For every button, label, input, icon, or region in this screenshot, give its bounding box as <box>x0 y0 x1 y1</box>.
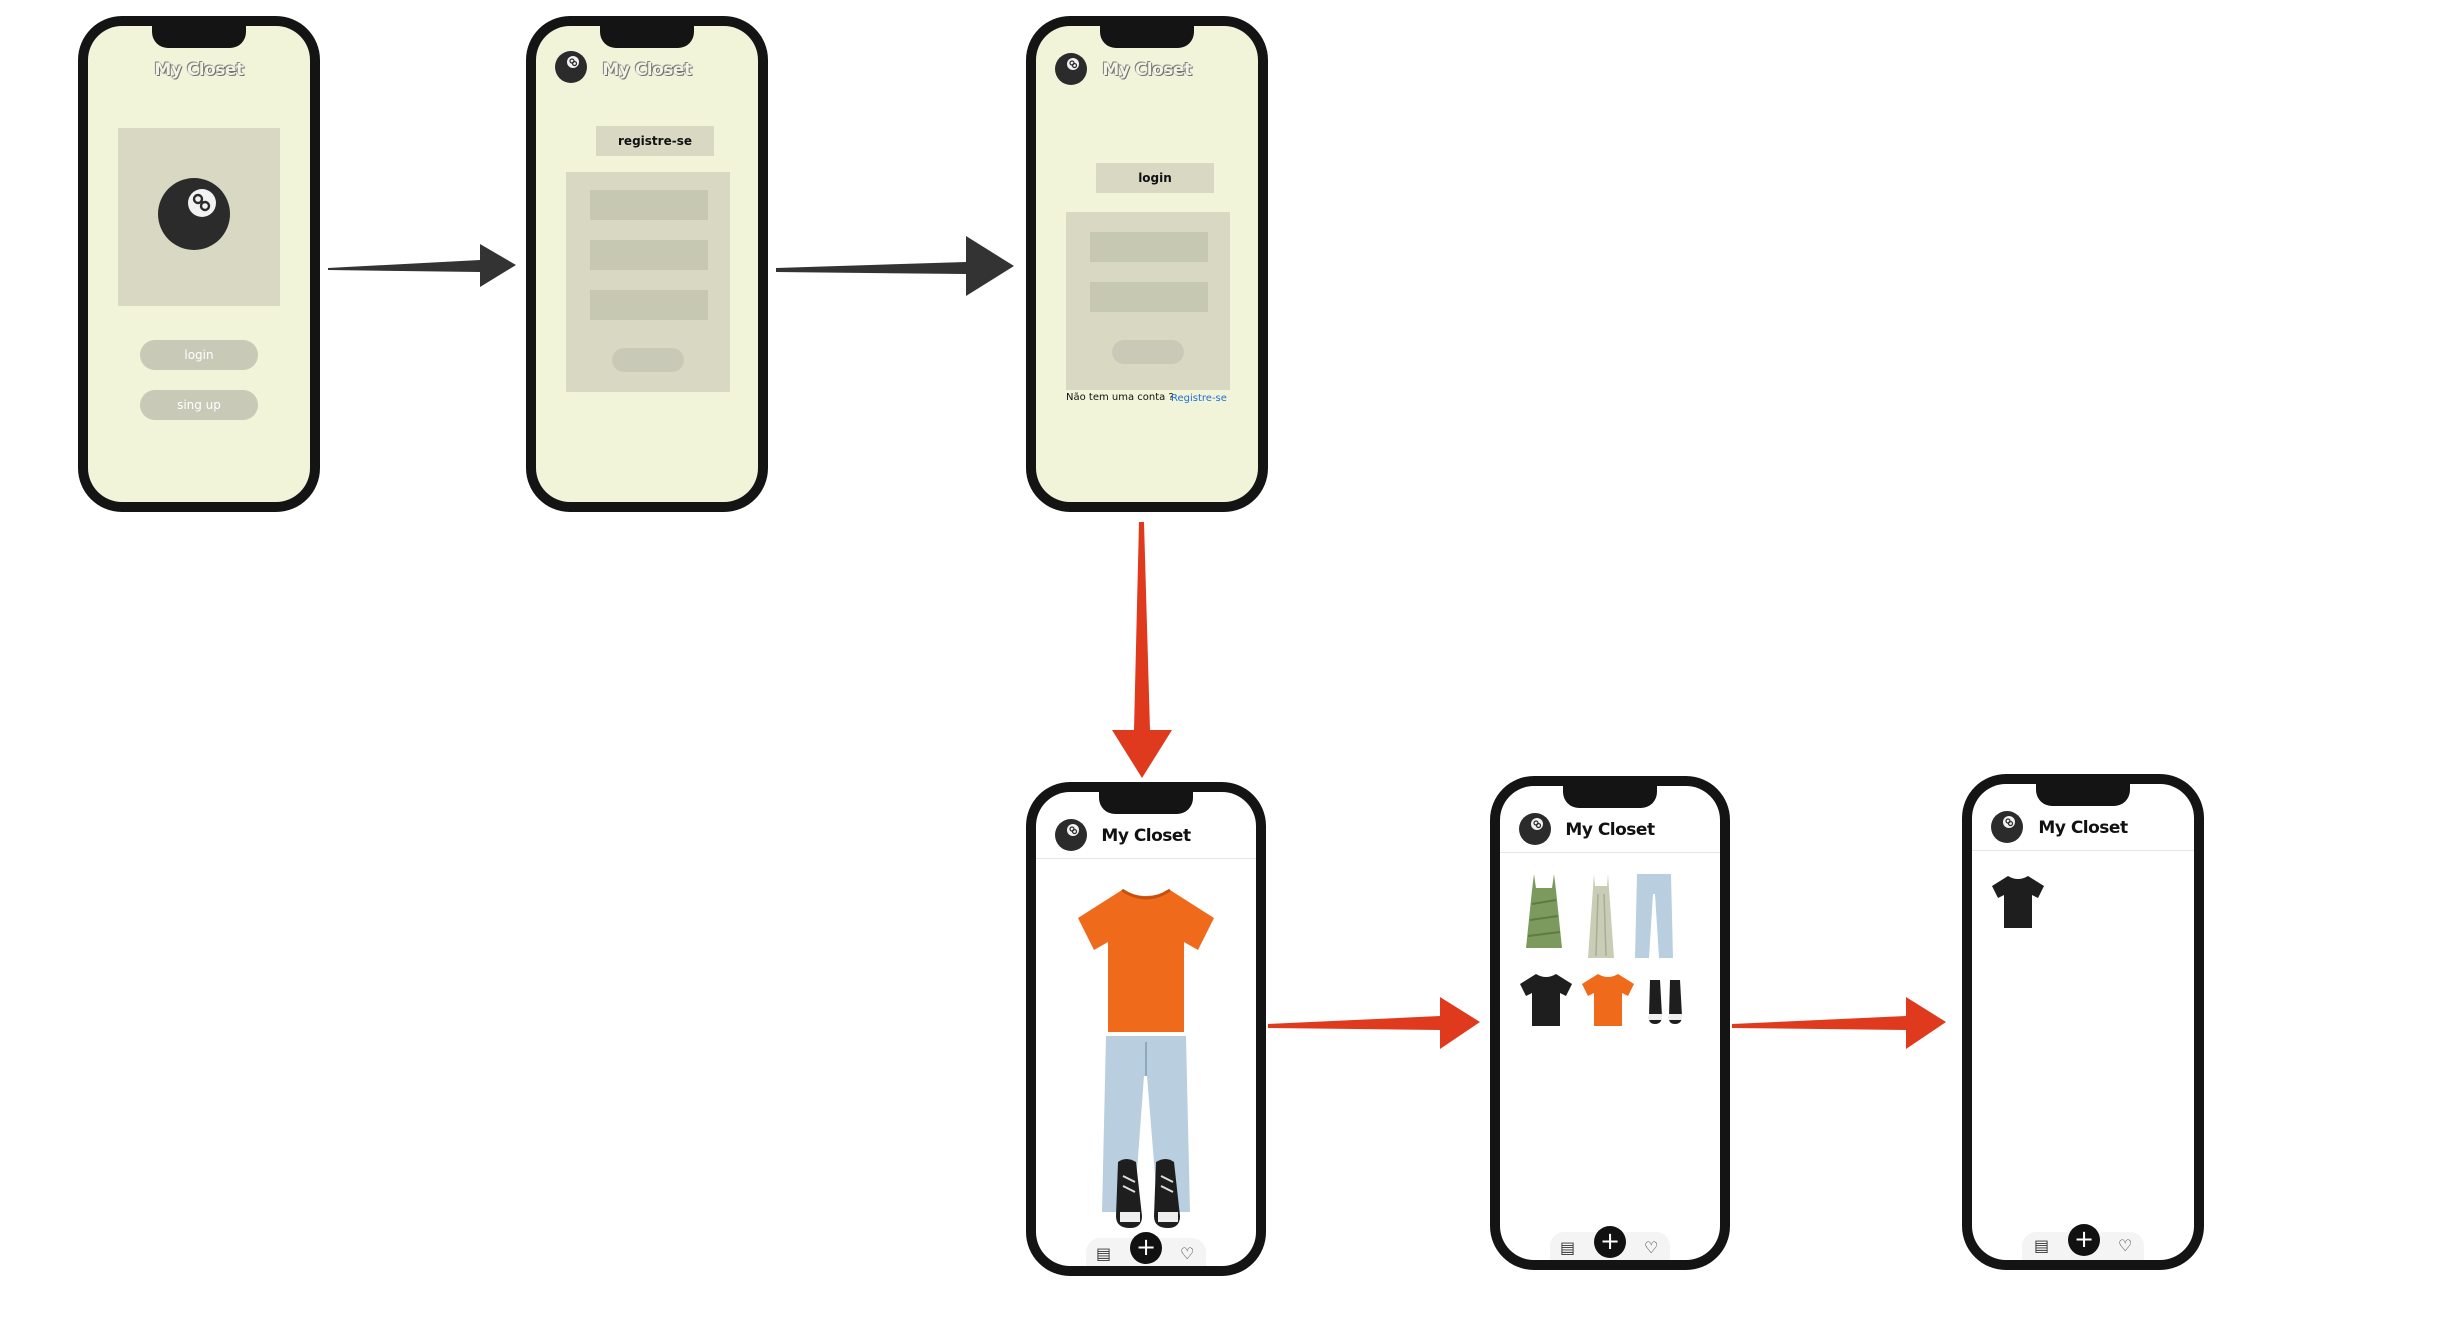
register-field-2[interactable] <box>590 240 708 270</box>
header-divider <box>1500 852 1720 853</box>
register-submit-button[interactable] <box>612 348 684 372</box>
phone-notch <box>600 26 694 48</box>
header-divider <box>1972 850 2194 851</box>
register-field-1[interactable] <box>590 190 708 220</box>
orange-tshirt[interactable] <box>1074 888 1218 1034</box>
app-title: My Closet <box>154 60 244 80</box>
arrow-splash-to-register <box>328 244 516 287</box>
black-sneakers[interactable] <box>1648 976 1684 1026</box>
login-field-1[interactable] <box>1090 232 1208 262</box>
catalog-screen: My Closet ▤ + <box>1500 786 1720 1260</box>
plus-icon[interactable]: + <box>2068 1224 2100 1256</box>
register-link[interactable]: Registre-se <box>1171 393 1227 404</box>
login-submit-button[interactable] <box>1112 340 1184 364</box>
black-tshirt[interactable] <box>1990 874 2046 930</box>
phone-register: My Closet registre-se <box>526 16 768 512</box>
black-tshirt[interactable] <box>1518 972 1574 1028</box>
signup-button[interactable]: sing up <box>140 390 258 420</box>
register-field-3[interactable] <box>590 290 708 320</box>
green-dress[interactable] <box>1524 874 1564 950</box>
app-title: My Closet <box>1101 826 1191 846</box>
plus-icon[interactable]: + <box>1594 1226 1626 1258</box>
register-screen: My Closet registre-se <box>536 26 758 502</box>
phone-notch <box>1099 792 1193 814</box>
eight-ball-icon[interactable] <box>1990 810 2024 844</box>
phone-notch <box>1563 786 1657 808</box>
phone-home-outfit: My Closet ▤ + ♡ <box>1026 782 1266 1276</box>
app-title: My Closet <box>2038 818 2128 838</box>
eight-ball-icon[interactable] <box>554 50 588 84</box>
heart-icon[interactable]: ♡ <box>1180 1244 1195 1263</box>
heart-icon[interactable]: ♡ <box>2118 1236 2133 1255</box>
register-header: registre-se <box>596 126 714 156</box>
home-screen: My Closet ▤ + ♡ <box>1036 792 1256 1266</box>
wardrobe-icon[interactable]: ▤ <box>1560 1238 1576 1257</box>
splash-screen: My Closet login sing up <box>88 26 310 502</box>
phone-splash: My Closet login sing up <box>78 16 320 512</box>
arrow-register-to-login <box>776 236 1014 296</box>
arrow-login-to-home <box>1112 522 1172 778</box>
selection-screen: My Closet ▤ + ♡ <box>1972 784 2194 1260</box>
login-header: login <box>1096 163 1214 193</box>
no-account-text: Não tem uma conta ? <box>1066 392 1174 403</box>
wardrobe-icon[interactable]: ▤ <box>1096 1244 1112 1263</box>
plus-icon[interactable]: + <box>1130 1232 1162 1264</box>
login-button[interactable]: login <box>140 340 258 370</box>
arrow-home-to-catalog <box>1268 997 1480 1049</box>
logo-box <box>118 128 280 306</box>
phone-catalog: My Closet ▤ + <box>1490 776 1730 1270</box>
phone-login: My Closet login Não tem uma conta ? Regi… <box>1026 16 1268 512</box>
orange-tshirt[interactable] <box>1580 972 1636 1028</box>
phone-notch <box>152 26 246 48</box>
login-screen: My Closet login Não tem uma conta ? Regi… <box>1036 26 1258 502</box>
heart-icon[interactable]: ♡ <box>1644 1238 1659 1257</box>
app-title: My Closet <box>1565 820 1655 840</box>
header-divider <box>1036 858 1256 859</box>
eight-ball-icon[interactable] <box>1518 812 1552 846</box>
black-sneakers[interactable] <box>1114 1156 1186 1232</box>
blue-jeans[interactable] <box>1634 874 1674 960</box>
login-field-2[interactable] <box>1090 282 1208 312</box>
app-title: My Closet <box>1102 60 1192 80</box>
wardrobe-icon[interactable]: ▤ <box>2034 1236 2050 1255</box>
silver-slip-dress[interactable] <box>1586 874 1616 960</box>
phone-selection: My Closet ▤ + ♡ <box>1962 774 2204 1270</box>
phone-notch <box>1100 26 1194 48</box>
eight-ball-icon <box>158 178 230 250</box>
eight-ball-icon[interactable] <box>1054 818 1088 852</box>
eight-ball-icon[interactable] <box>1054 52 1088 86</box>
phone-notch <box>2036 784 2130 806</box>
app-title: My Closet <box>602 60 692 80</box>
arrow-catalog-to-selection <box>1732 997 1946 1049</box>
